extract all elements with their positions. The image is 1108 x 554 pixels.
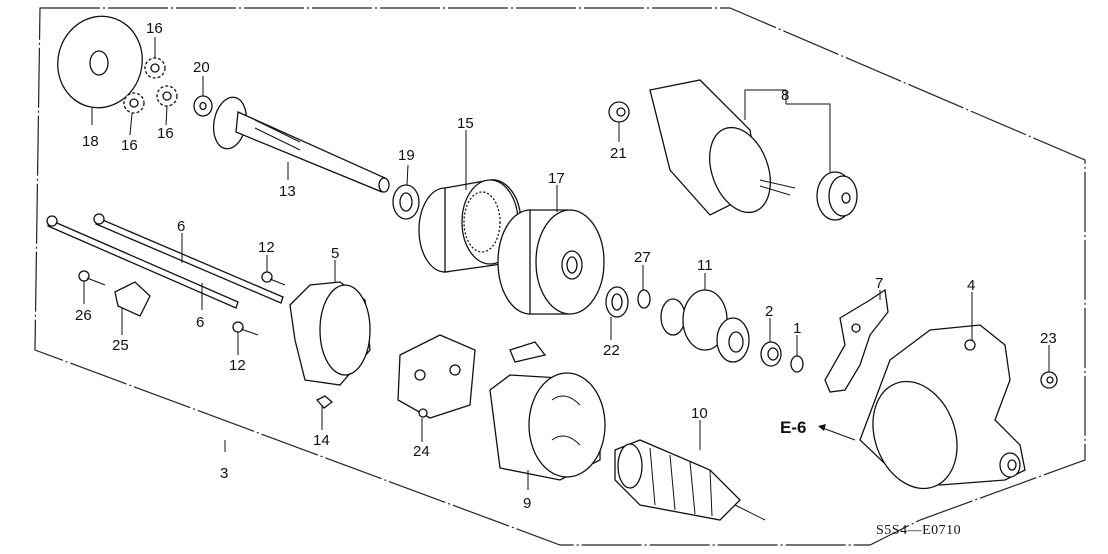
callout-12a[interactable]: 12 (258, 239, 275, 256)
arrow-icon (818, 424, 826, 431)
callout-26[interactable]: 26 (75, 307, 92, 324)
part-19-washer[interactable] (392, 184, 420, 220)
part-6-through-bolt[interactable] (93, 213, 284, 304)
callout-7[interactable]: 7 (875, 275, 883, 292)
part-25-bracket[interactable] (114, 281, 151, 317)
callout-17[interactable]: 17 (548, 170, 565, 187)
part-17-housing[interactable] (497, 209, 605, 315)
part-6-through-bolt[interactable] (46, 215, 239, 309)
reference-link-e6[interactable]: E-6 (780, 418, 806, 437)
part-24-brush-holder[interactable] (397, 334, 476, 419)
part-12-screw[interactable] (261, 271, 286, 286)
part-21-nut[interactable] (608, 101, 630, 123)
part-5-rear-cover[interactable] (289, 281, 371, 386)
callout-19[interactable]: 19 (398, 147, 415, 164)
part-12-screw[interactable] (232, 321, 259, 336)
callout-11[interactable]: 11 (697, 257, 713, 274)
callout-21[interactable]: 21 (610, 145, 627, 162)
callout-24[interactable]: 24 (413, 443, 430, 460)
part-14-clip[interactable] (315, 395, 334, 409)
part-27-snap-ring[interactable] (637, 289, 651, 309)
part-1-ring[interactable] (790, 355, 804, 373)
part-26-bolt[interactable] (78, 270, 106, 286)
callout-4[interactable]: 4 (967, 277, 975, 294)
part-8-solenoid[interactable] (649, 79, 858, 221)
part-23-nut[interactable] (1040, 371, 1058, 389)
leader-lines (83, 37, 1050, 490)
part-13-gear-shaft[interactable] (210, 95, 390, 193)
callout-16b[interactable]: 16 (121, 137, 138, 154)
callout-6a[interactable]: 6 (177, 218, 185, 235)
part-20-washer[interactable] (193, 95, 213, 117)
callout-6b[interactable]: 6 (196, 314, 204, 331)
diagram-code: S5S4—E0710 (876, 523, 961, 538)
part-22-washer[interactable] (605, 286, 629, 318)
callout-12b[interactable]: 12 (229, 357, 246, 374)
part-9-yoke[interactable] (489, 341, 606, 481)
callout-2[interactable]: 2 (765, 303, 773, 320)
callout-3[interactable]: 3 (220, 465, 228, 482)
part-16-gear[interactable] (156, 85, 178, 107)
callout-8[interactable]: 8 (781, 87, 789, 104)
callout-9[interactable]: 9 (523, 495, 531, 512)
part-2-bearing[interactable] (760, 341, 782, 367)
callout-20[interactable]: 20 (193, 59, 210, 76)
callout-23[interactable]: 23 (1040, 330, 1057, 347)
part-4-front-housing[interactable] (859, 324, 1026, 500)
callout-22[interactable]: 22 (603, 342, 620, 359)
callout-16c[interactable]: 16 (157, 125, 174, 142)
callout-10[interactable]: 10 (691, 405, 708, 422)
callout-16a[interactable]: 16 (146, 20, 163, 37)
part-18-plate[interactable] (48, 7, 153, 118)
part-10-armature[interactable] (614, 439, 766, 521)
callout-13[interactable]: 13 (279, 183, 296, 200)
part-16-gear[interactable] (123, 92, 145, 114)
callout-5[interactable]: 5 (331, 245, 339, 262)
callout-18[interactable]: 18 (82, 133, 99, 150)
callout-1[interactable]: 1 (793, 320, 801, 337)
callout-27[interactable]: 27 (634, 249, 651, 266)
callout-15[interactable]: 15 (457, 115, 474, 132)
part-11-clutch[interactable] (660, 289, 750, 363)
part-7-shift-lever[interactable] (824, 288, 889, 393)
assembly-boundary (34, 7, 1086, 546)
callout-14[interactable]: 14 (313, 432, 330, 449)
callout-25[interactable]: 25 (112, 337, 129, 354)
part-16-gear[interactable] (144, 57, 166, 79)
